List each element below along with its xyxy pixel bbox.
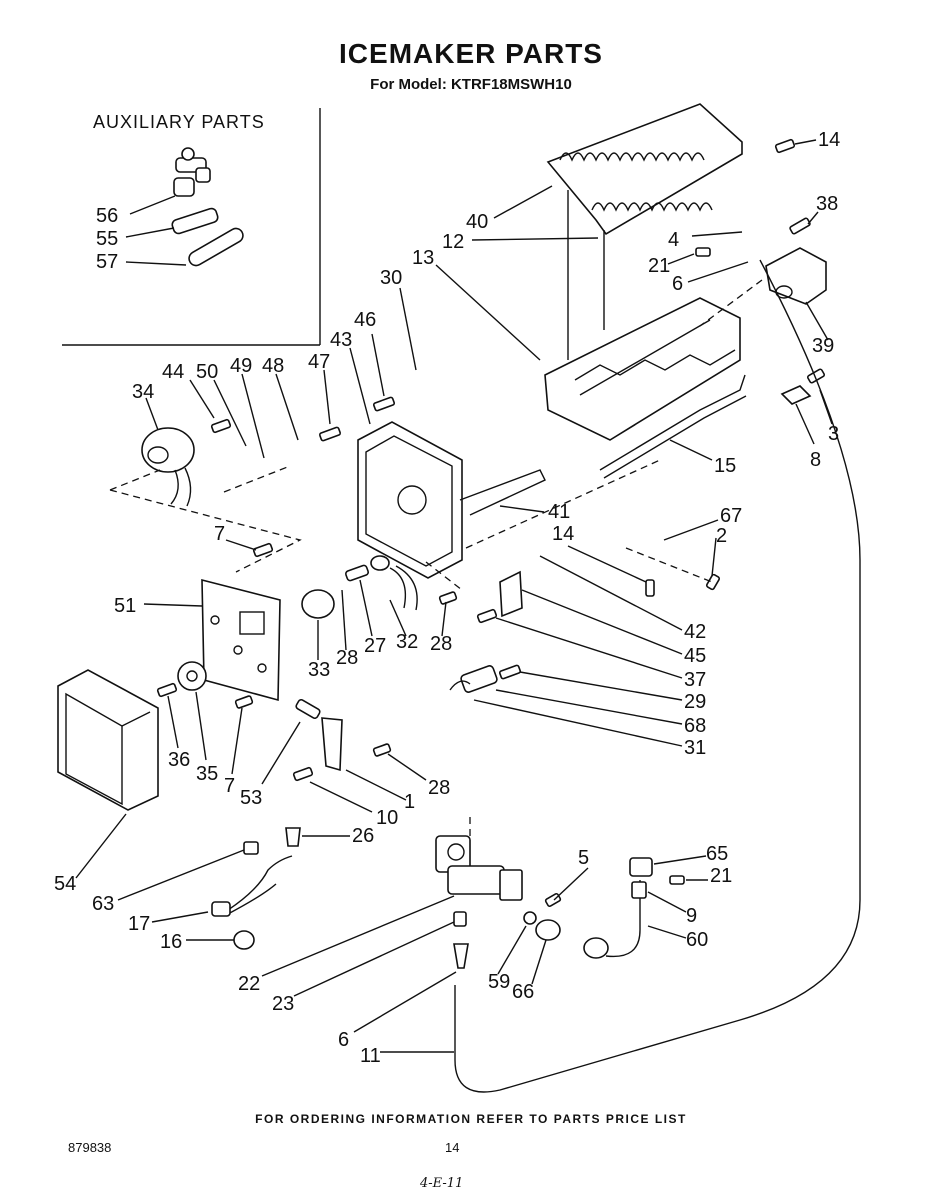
auxiliary-parts-heading: AUXILIARY PARTS [93, 112, 265, 132]
water-tubes [454, 259, 861, 1093]
callout-3: 3 [828, 423, 839, 445]
callout-5: 5 [578, 847, 589, 869]
page-number: 14 [445, 1140, 460, 1155]
callout-55: 55 [96, 228, 118, 250]
callout-15: 15 [714, 455, 736, 477]
callout-32: 32 [396, 631, 418, 653]
callout-6: 6 [672, 273, 683, 295]
callout-29: 29 [684, 691, 706, 713]
callout-6b: 6 [338, 1029, 349, 1051]
callout-21: 21 [648, 255, 670, 277]
callout-14: 14 [818, 129, 840, 151]
callout-40: 40 [466, 211, 488, 233]
callout-16: 16 [160, 931, 182, 953]
callout-26: 26 [352, 825, 374, 847]
callout-54: 54 [54, 873, 76, 895]
callout-21b: 21 [710, 865, 732, 887]
switch-assembly [449, 570, 523, 693]
ice-mold-tray [544, 190, 741, 441]
callout-14-lower: 14 [552, 523, 574, 545]
control-pins [295, 555, 418, 772]
callout-28b: 28 [430, 633, 452, 655]
callout-34: 34 [132, 381, 154, 403]
callout-9: 9 [686, 905, 697, 927]
callout-39: 39 [812, 335, 834, 357]
callout-31: 31 [684, 737, 706, 759]
callout-4: 4 [668, 229, 679, 251]
auxiliary-box [62, 108, 321, 346]
leader-lines [75, 139, 833, 1053]
callout-35: 35 [196, 763, 218, 785]
callout-1: 1 [404, 791, 415, 813]
callout-7b: 7 [224, 775, 235, 797]
callout-10: 10 [376, 807, 398, 829]
callout-59: 59 [488, 971, 510, 993]
callout-33: 33 [308, 659, 330, 681]
wire-harness [211, 827, 301, 950]
callout-36: 36 [168, 749, 190, 771]
model-subtitle: For Model: KTRF18MSWH10 [370, 76, 572, 93]
front-cover [57, 669, 159, 811]
mounting-plate [201, 578, 281, 702]
callout-labels: 56 55 57 14 38 40 12 4 21 6 13 30 46 43 … [54, 129, 840, 1067]
callout-60: 60 [686, 929, 708, 951]
callout-43: 43 [330, 329, 352, 351]
water-valve [435, 835, 609, 969]
callout-44: 44 [162, 361, 184, 383]
callout-53: 53 [240, 787, 262, 809]
callout-67: 67 [720, 505, 742, 527]
callout-7: 7 [214, 523, 225, 545]
callout-22: 22 [238, 973, 260, 995]
callout-23: 23 [272, 993, 294, 1015]
callout-38: 38 [816, 193, 838, 215]
callout-57: 57 [96, 251, 118, 273]
callout-30: 30 [380, 267, 402, 289]
callout-28: 28 [336, 647, 358, 669]
assembly-dash-lines [109, 279, 763, 836]
callout-28c: 28 [428, 777, 450, 799]
callout-49: 49 [230, 355, 252, 377]
handwritten-note: 4-E-11 [420, 1176, 464, 1191]
callout-65: 65 [706, 843, 728, 865]
callout-8: 8 [810, 449, 821, 471]
callout-51: 51 [114, 595, 136, 617]
callout-45: 45 [684, 645, 706, 667]
right-side-parts [765, 247, 827, 405]
callout-37: 37 [684, 669, 706, 691]
document-number: 879838 [68, 1140, 112, 1155]
callout-56: 56 [96, 205, 118, 227]
auxiliary-parts [171, 147, 244, 267]
callout-2: 2 [716, 525, 727, 547]
ice-stripper [546, 103, 743, 236]
callout-11: 11 [360, 1045, 381, 1067]
callout-27: 27 [364, 635, 386, 657]
callout-47: 47 [308, 351, 330, 373]
fasteners [156, 138, 811, 908]
motor [141, 427, 195, 507]
callout-63: 63 [92, 893, 114, 915]
callout-66: 66 [512, 981, 534, 1003]
callout-13: 13 [412, 247, 434, 269]
callout-68: 68 [684, 715, 706, 737]
callout-48: 48 [262, 355, 284, 377]
control-housing [357, 421, 546, 579]
callout-12: 12 [442, 231, 464, 253]
callout-41: 41 [548, 501, 570, 523]
ordering-note: FOR ORDERING INFORMATION REFER TO PARTS … [255, 1112, 687, 1126]
callout-42: 42 [684, 621, 706, 643]
callout-50: 50 [196, 361, 218, 383]
page-title: ICEMAKER PARTS [339, 38, 603, 69]
callout-46: 46 [354, 309, 376, 331]
callout-17: 17 [128, 913, 150, 935]
